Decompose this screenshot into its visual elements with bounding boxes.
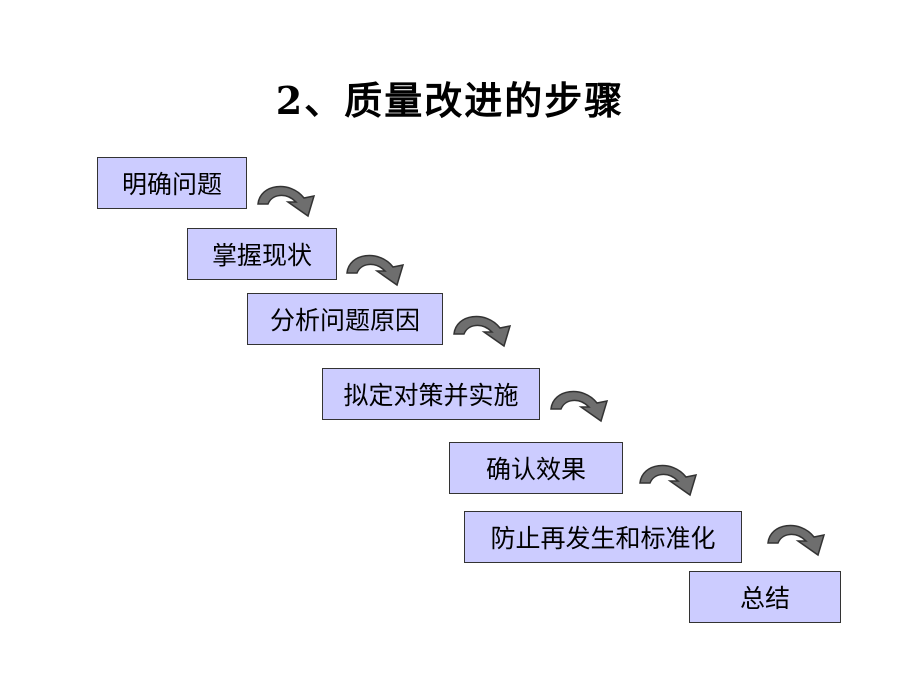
step-box-define-problem: 明确问题: [97, 157, 247, 209]
curved-down-arrow-icon: [453, 315, 512, 348]
page-title: 2、质量改进的步骤: [275, 78, 625, 123]
curved-down-arrow-icon: [767, 524, 826, 557]
step-box-confirm-effect: 确认效果: [449, 442, 623, 494]
step-box-analyze-causes: 分析问题原因: [247, 293, 443, 345]
step-box-prevent-standardize: 防止再发生和标准化: [464, 511, 742, 563]
curved-down-arrow-icon: [639, 464, 698, 497]
step-box-summary: 总结: [689, 571, 841, 623]
curved-down-arrow-icon: [550, 390, 609, 423]
curved-down-arrow-icon: [346, 254, 405, 287]
curved-down-arrow-icon: [257, 185, 316, 218]
step-box-grasp-status: 掌握现状: [187, 228, 337, 280]
step-box-plan-measures: 拟定对策并实施: [322, 368, 540, 420]
